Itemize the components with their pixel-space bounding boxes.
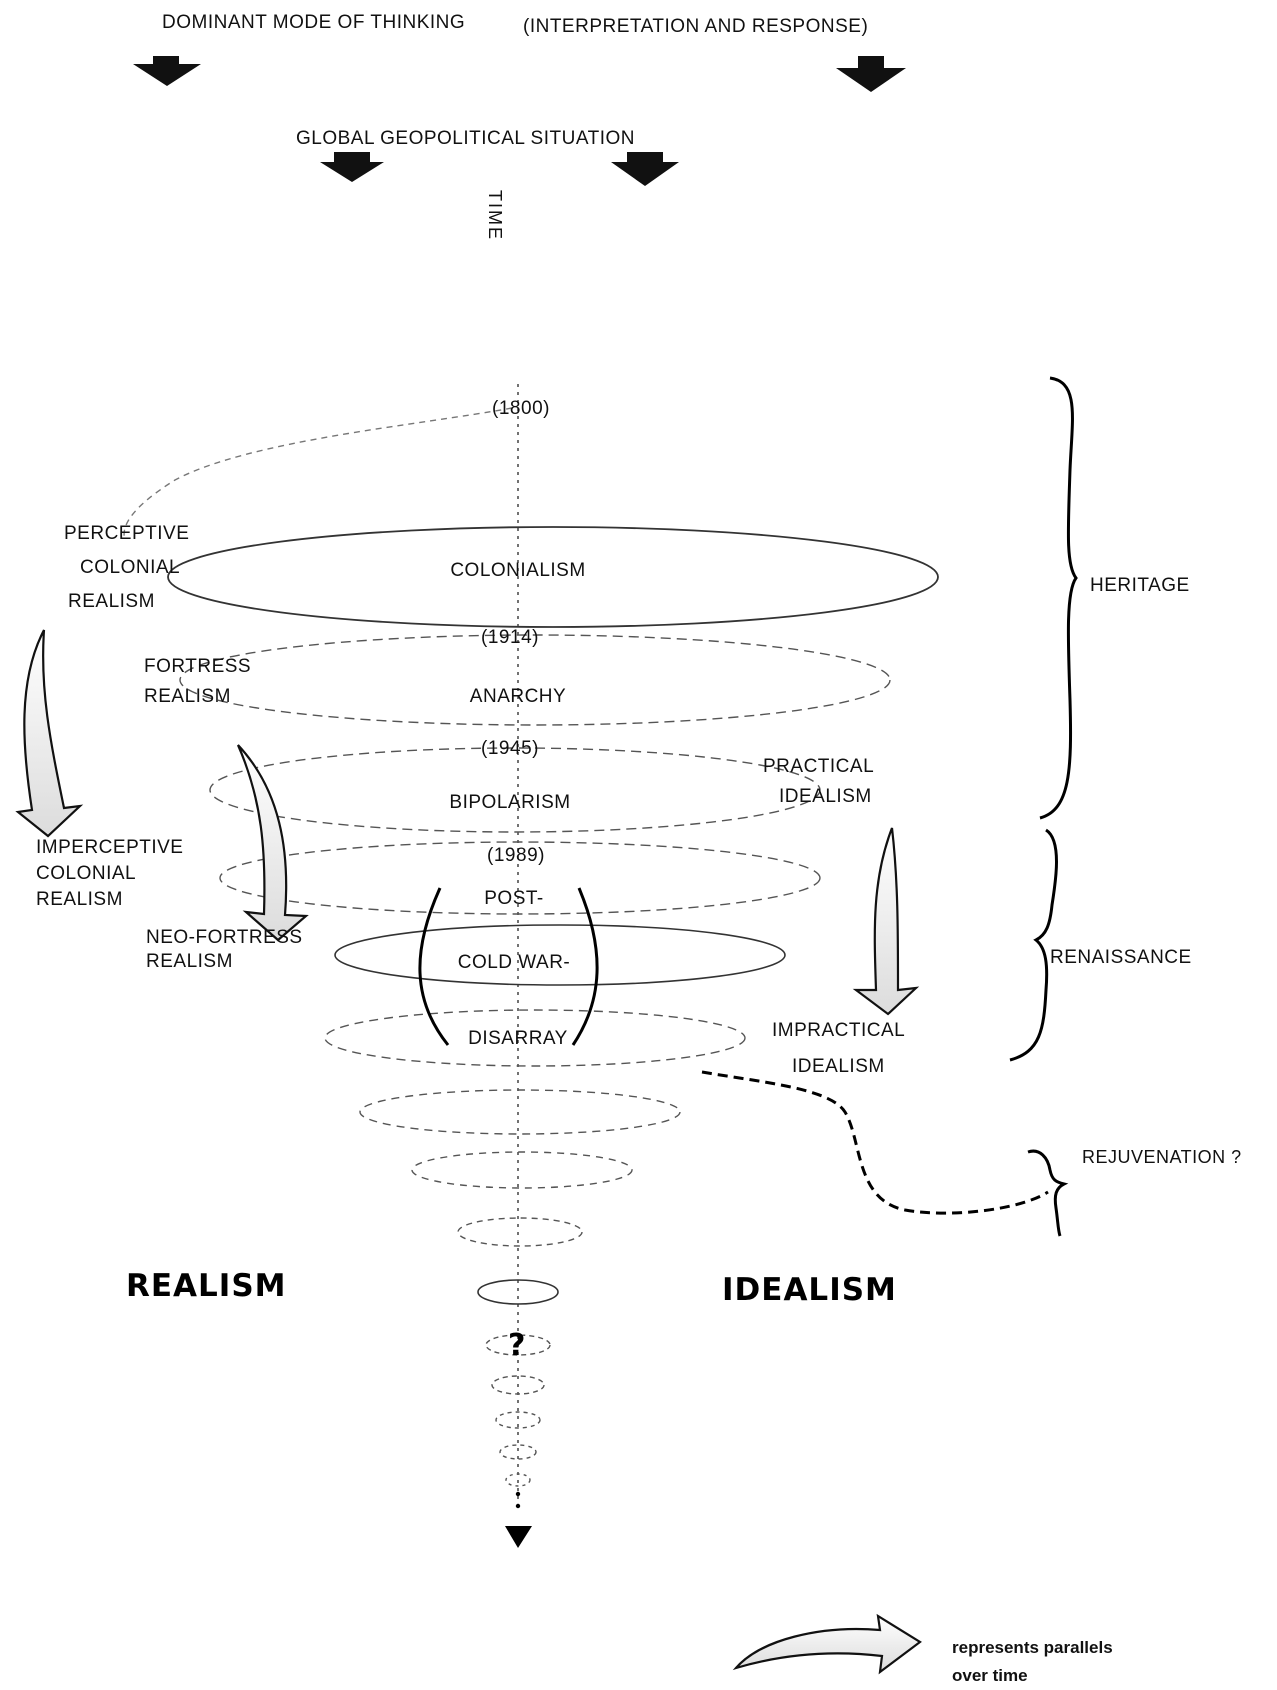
rejuvenation-brace [1027,1149,1069,1237]
down-arrow-icon [611,152,679,186]
heritage-brace [1039,376,1078,820]
spiral-ring-12 [495,1411,541,1429]
period-colonialism: COLONIALISM [450,560,586,581]
year-label: (1914) [481,627,539,648]
spiral-ring-bipolarism [209,747,821,833]
spiral-ring-10 [485,1334,551,1356]
spiral-ring-post [219,841,821,915]
era-rejuvenation: REJUVENATION ? [1082,1147,1242,1167]
parallel-arrow-perceptive-to-imperceptive [15,629,84,838]
dominant-mode-paren: (INTERPRETATION AND RESPONSE) [523,16,869,37]
dominant-mode-title: DOMINANT MODE OF THINKING [162,12,466,33]
time-axis-arrowhead [505,1526,532,1548]
spiral-ring-13 [499,1444,537,1460]
realism-heading: REALISM [126,1268,287,1304]
impractical-idealism-label: IMPRACTICAL IDEALISM [772,1020,906,1077]
renaissance-brace [1009,828,1058,1062]
period-bipolarism: BIPOLARISM [449,792,571,813]
idealism-heading: IDEALISM [722,1272,897,1308]
spiral-ring-colonialism [167,526,939,628]
year-label: (1945) [481,738,539,759]
spiral-ring-disarray [324,1009,746,1067]
perceptive-colonial-realism-label: PERCEPTIVE COLONIAL REALISM [64,523,190,612]
period-post: POST- [484,888,544,909]
legend-text: represents parallels over time [952,1638,1113,1685]
spiral-top-arc [123,407,513,541]
period-cold-war: COLD WAR- [457,952,571,973]
spiral-ring-9 [477,1279,559,1305]
global-situation-title: GLOBAL GEOPOLITICAL SITUATION [296,128,635,149]
rejuvenation-path [701,1070,1049,1215]
neo-fortress-realism-label: NEO-FORTRESS REALISM [146,927,303,972]
time-axis-label: TIME [485,190,505,241]
practical-idealism-label: PRACTICAL IDEALISM [763,756,875,807]
spiral-ring-8 [457,1217,583,1247]
spiral-ring-6 [359,1089,681,1135]
spiral-ring-11 [491,1375,545,1395]
left-paren [418,887,450,1046]
parallel-arrow-fortress-to-neofortress [236,744,309,942]
down-arrow-icon [133,56,201,86]
fortress-realism-label: FORTRESS REALISM [144,656,252,707]
spiral [123,407,939,1487]
year-label: (1800) [492,398,550,419]
future-question-mark: ? [508,1328,527,1363]
down-arrow-icon [320,152,384,182]
parallel-arrow-practical-to-impractical [852,827,920,1016]
era-heritage: HERITAGE [1090,575,1190,596]
period-disarray: DISARRAY [468,1028,568,1049]
right-paren [571,887,599,1046]
curved-arrow-icon [732,1613,922,1675]
spiral-ring-14 [505,1473,531,1487]
spiral-ring-anarchy [179,634,891,726]
imperceptive-colonial-realism-label: IMPERCEPTIVE COLONIAL REALISM [36,837,184,910]
spiral-ring-7 [411,1151,633,1189]
axis-tail-dots [515,1491,521,1509]
period-anarchy: ANARCHY [469,686,567,707]
spiral-ring-coldwar [334,924,786,986]
era-renaissance: RENAISSANCE [1050,947,1192,968]
down-arrow-icon [836,56,906,92]
year-label: (1989) [487,845,545,866]
